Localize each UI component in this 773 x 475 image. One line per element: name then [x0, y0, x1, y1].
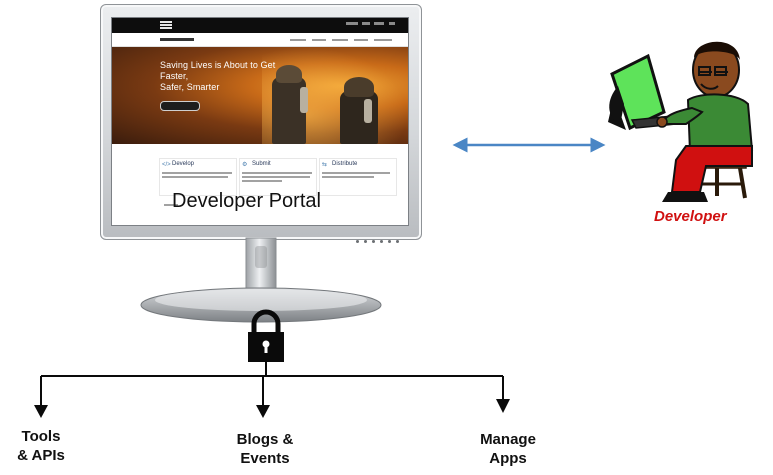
- gear-icon: ⚙: [242, 162, 248, 168]
- nav-link: [312, 39, 326, 41]
- hero-title: Saving Lives is About to Get Faster, Saf…: [160, 60, 290, 93]
- card-text-line: [164, 204, 178, 206]
- hero-cta-button[interactable]: [160, 101, 200, 111]
- card-text-line: [322, 172, 390, 174]
- card-title: Develop: [172, 161, 195, 167]
- branch-label-line: Tools: [21, 428, 61, 445]
- site-nav: [112, 33, 408, 47]
- card-distribute[interactable]: ⇆ Distribute: [319, 158, 397, 196]
- nav-link: [290, 39, 306, 41]
- card-title: Distribute: [332, 161, 358, 167]
- hero-title-line: Safer, Smarter: [160, 82, 220, 92]
- air-tank-icon: [364, 99, 372, 123]
- developer-label: Developer: [654, 208, 727, 225]
- branch-connectors: [40, 362, 504, 408]
- developer-figure: [608, 41, 754, 202]
- portal-label: Developer Portal: [172, 190, 321, 212]
- branch-label-line: & APIs: [17, 447, 65, 464]
- branch-label-apps: Manage Apps: [470, 430, 546, 468]
- card-text-line: [242, 180, 282, 182]
- card-text-line: [162, 172, 232, 174]
- topbar-link: [389, 22, 395, 25]
- portal-screen: Saving Lives is About to Get Faster, Saf…: [111, 17, 409, 226]
- share-icon: ⇆: [322, 162, 328, 168]
- card-text-line: [162, 176, 228, 178]
- hero-title-line: Saving Lives is About to Get Faster,: [160, 60, 276, 81]
- topbar-link: [362, 22, 370, 25]
- branch-arrowheads: [34, 399, 510, 418]
- branch-label-blogs: Blogs & Events: [225, 430, 305, 468]
- nav-link: [354, 39, 368, 41]
- branch-label-line: Apps: [489, 450, 527, 467]
- hero-banner: [112, 47, 408, 144]
- branch-label-line: Events: [240, 450, 290, 467]
- card-text-line: [242, 176, 310, 178]
- topbar-link: [374, 22, 384, 25]
- card-text-line: [322, 176, 374, 178]
- site-nav-brand: [160, 38, 194, 41]
- nav-link: [374, 39, 392, 41]
- monitor-stand: [140, 237, 382, 323]
- site-logo: [160, 21, 194, 30]
- branch-label-line: Blogs &: [236, 431, 294, 448]
- air-tank-icon: [300, 87, 308, 113]
- card-text-line: [242, 172, 312, 174]
- topbar-link: [346, 22, 358, 25]
- code-icon: </>: [162, 162, 171, 168]
- helmet-icon: [344, 77, 374, 97]
- card-title: Submit: [252, 161, 271, 167]
- branch-label-line: Manage: [480, 431, 536, 448]
- card-submit[interactable]: ⚙ Submit: [239, 158, 317, 196]
- card-develop[interactable]: </> Develop: [159, 158, 237, 196]
- site-topbar: [112, 18, 408, 33]
- padlock-icon: [248, 309, 284, 362]
- helmet-icon: [276, 65, 302, 83]
- monitor-buttons: [356, 230, 404, 248]
- nav-link: [332, 39, 348, 41]
- branch-label-tools: Tools & APIs: [5, 427, 77, 465]
